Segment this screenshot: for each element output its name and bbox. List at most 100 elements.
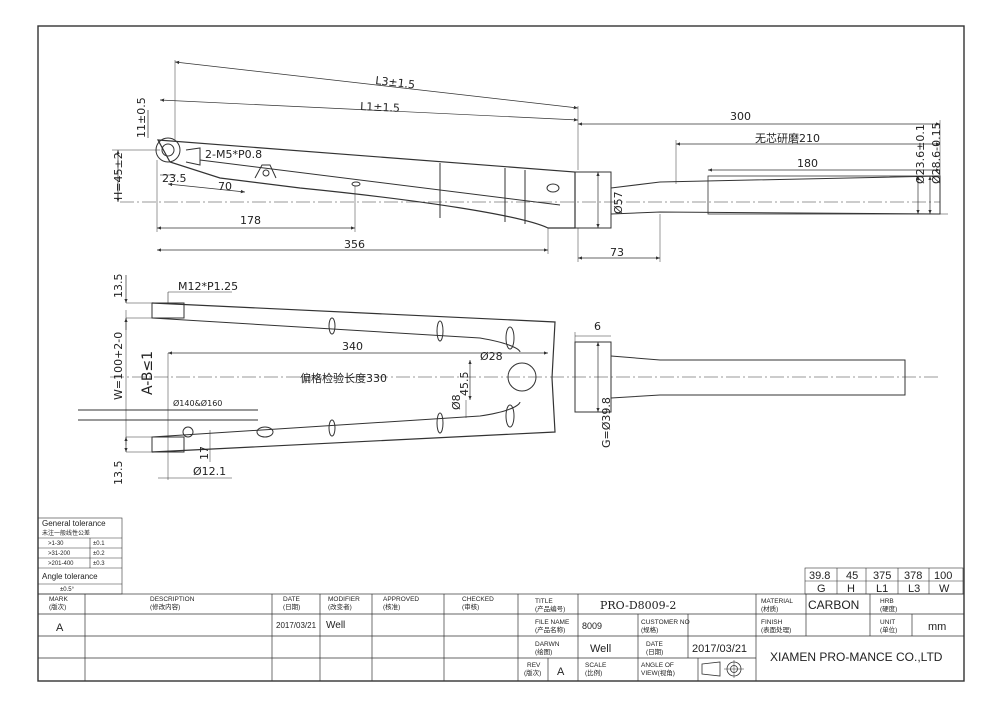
tb-mark-cn: (版次) <box>49 602 66 611</box>
dim-a-b: A-B≤1 <box>140 351 156 395</box>
tb-approved-cn: (核准) <box>383 602 400 611</box>
tb-date-cn: (日期) <box>283 603 300 611</box>
side-view-labels: L3±1.5 L1±1.5 300 无芯研磨210 180 H=45±2 11±… <box>112 74 943 259</box>
tb-row-date: 2017/03/21 <box>276 621 317 630</box>
dim-bolt-thread: 2-M5*P0.8 <box>205 148 262 161</box>
tb-material-cn: (材质) <box>761 604 778 613</box>
dim-dia12-1: Ø12.1 <box>193 465 226 478</box>
spec-table <box>804 567 964 595</box>
tb-checked-cn: (审核) <box>462 602 479 611</box>
dim-l3: L3±1.5 <box>375 74 416 91</box>
dim-dia8: Ø8 <box>450 394 463 410</box>
dim-ground-length: 无芯研磨210 <box>755 131 820 145</box>
tb-title-cn: (产品编号) <box>535 604 565 613</box>
tolerance-value-3: ±0.3 <box>93 561 105 567</box>
dim-45-5: 45.5 <box>458 372 471 397</box>
tb-file-name: FILE NAME <box>535 619 570 626</box>
spec-key-g: G <box>817 583 826 595</box>
tb-finish-cn: (表面处理) <box>761 625 791 634</box>
tb-hrb-cn: (硬度) <box>880 604 897 613</box>
side-view <box>112 60 948 262</box>
spec-key-h: H <box>847 583 855 595</box>
tolerance-table-text: General tolerance 未注一般线性公差 >1-30 ±0.1 >3… <box>42 519 106 593</box>
dim-6: 6 <box>594 320 601 333</box>
front-view <box>78 275 940 480</box>
tb-title-value: PRO-D8009-2 <box>600 599 676 612</box>
dim-17: 17 <box>198 446 211 460</box>
tb-scale: SCALE <box>585 662 607 669</box>
dim-steerer-length: 300 <box>730 110 751 123</box>
dim-13-5-top: 13.5 <box>112 274 125 299</box>
tb-unit-cn: (单位) <box>880 625 897 634</box>
spec-key-w: W <box>939 583 950 595</box>
tolerance-value-2: ±0.2 <box>93 551 105 557</box>
tb-modifier: MODIFIER <box>328 596 360 603</box>
tolerance-title: General tolerance <box>42 519 106 528</box>
tb-company: XIAMEN PRO-MANCE CO.,LTD <box>770 650 943 664</box>
spec-key-l3: L3 <box>908 583 920 595</box>
tb-unit: UNIT <box>880 619 895 626</box>
tolerance-subtitle: 未注一般线性公差 <box>42 529 90 537</box>
tb-finish: FINISH <box>761 619 783 626</box>
angle-tolerance-value: ±0.5° <box>60 587 75 593</box>
tb-rev: REV <box>527 662 541 669</box>
projection-symbol-icon <box>701 660 744 678</box>
dim-11: 11±0.5 <box>135 97 148 138</box>
tb-drawn: DARWN <box>535 641 560 648</box>
spec-value-g: 39.8 <box>809 570 830 582</box>
dim-340: 340 <box>342 340 363 353</box>
dim-dia39-8: G=Ø39.8 <box>600 397 613 448</box>
dim-dia28-6: Ø28.6-0.15 <box>930 122 943 184</box>
dim-width: W=100+2-0 <box>112 332 125 400</box>
tb-drawn-cn: (绘图) <box>535 647 552 656</box>
angle-tolerance-title: Angle tolerance <box>42 572 98 581</box>
tolerance-value-1: ±0.1 <box>93 541 105 547</box>
spec-value-w: 100 <box>934 570 952 582</box>
dim-rotor: Ø140&Ø160 <box>173 398 222 408</box>
dim-180: 180 <box>797 157 818 170</box>
tb-customer-no: CUSTOMER NO <box>641 619 690 626</box>
tb-material: MATERIAL <box>761 598 793 605</box>
tb-file-name-cn: (产品名称) <box>535 625 565 634</box>
tb-drawn-value: Well <box>590 643 611 655</box>
spec-value-h: 45 <box>846 570 858 582</box>
tb-date2-value: 2017/03/21 <box>692 643 747 655</box>
title-block-text: MARK (版次) DESCRIPTION (修改内容) DATE (日期) M… <box>49 596 946 678</box>
front-view-labels: 13.5 M12*P1.25 6 A-B≤1 W=100+2-0 340 Ø28… <box>112 274 613 486</box>
dim-l1: L1±1.5 <box>360 100 400 115</box>
spec-table-text: 39.8 45 375 378 100 G H L1 L3 W <box>809 570 952 595</box>
tolerance-range-3: >201-400 <box>48 561 74 567</box>
dim-13-5-bot: 13.5 <box>112 461 125 486</box>
tb-material-value: CARBON <box>808 598 859 612</box>
dim-23-5: 23.5 <box>162 172 187 185</box>
spec-key-l1: L1 <box>876 583 888 595</box>
dim-dia28: Ø28 <box>480 350 503 363</box>
spec-value-l1: 375 <box>873 570 891 582</box>
label-330: 偏格检验长度330 <box>300 371 387 385</box>
dim-70: 70 <box>218 180 232 193</box>
tb-file-value: 8009 <box>582 621 602 631</box>
tb-modifier-cn: (改变者) <box>328 602 352 611</box>
tb-checked: CHECKED <box>462 596 494 603</box>
tb-row-mark: A <box>56 622 64 634</box>
tb-scale-cn: (比例) <box>585 668 602 677</box>
tb-description: DESCRIPTION <box>150 596 195 603</box>
dim-178: 178 <box>240 214 261 227</box>
tb-description-cn: (修改内容) <box>150 602 180 611</box>
tolerance-range-1: >1-30 <box>48 541 64 547</box>
tb-date2-cn: (日期) <box>646 648 663 656</box>
tolerance-range-2: >31-200 <box>48 551 71 557</box>
tb-customer-no-cn: (规格) <box>641 625 658 634</box>
tb-angle-of: ANGLE OF <box>641 662 674 669</box>
dim-dia23-6: Ø23.6±0.1 <box>914 124 927 184</box>
tb-rev-cn: (版次) <box>524 668 541 677</box>
dim-73: 73 <box>610 246 624 259</box>
dim-h-offset: H=45±2 <box>112 152 125 200</box>
dim-356: 356 <box>344 238 365 251</box>
title-block <box>37 593 965 682</box>
tb-mark: MARK <box>49 596 68 603</box>
tb-date2: DATE <box>646 641 664 648</box>
tb-title: TITLE <box>535 598 553 605</box>
tb-approved: APPROVED <box>383 596 419 603</box>
